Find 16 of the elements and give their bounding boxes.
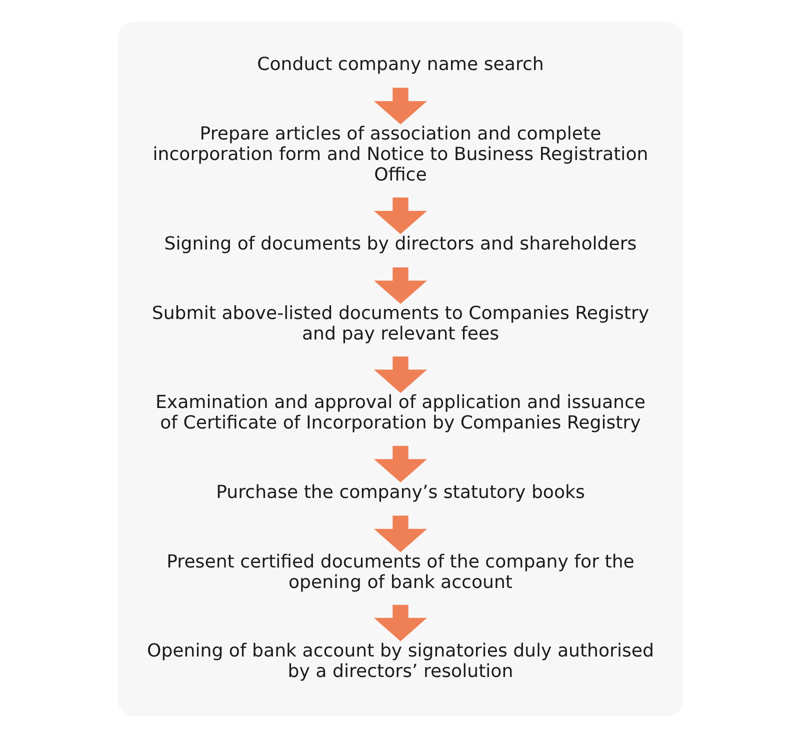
node-text: Submit above-listed documents to Companies Registry and pay relevant fees (151, 302, 649, 344)
node-text: Present certified documents of the company for the opening of bank account (166, 551, 634, 593)
node-text: Conduct company name search (256, 54, 544, 76)
node-text: Prepare articles of association and complete incorporation form and Notice to Business Registration Office (152, 123, 648, 186)
arrow (373, 356, 427, 393)
cluster (117, 22, 683, 716)
node-text: Purchase the company’s statutory books (216, 482, 584, 503)
arrow (373, 267, 427, 304)
node-text: Signing of documents by directors and shareholders (164, 234, 636, 255)
node-text: Examination and approval of application and issuance of Certificate of Incorporation by Companies Registry (154, 392, 646, 434)
arrow (373, 88, 427, 124)
arrow (373, 604, 427, 642)
arrow (373, 198, 427, 234)
node-text: Opening of bank account by signatories duly authorised by a directors’ resolution (146, 640, 654, 682)
arrow (373, 446, 427, 482)
arrow (373, 516, 427, 552)
